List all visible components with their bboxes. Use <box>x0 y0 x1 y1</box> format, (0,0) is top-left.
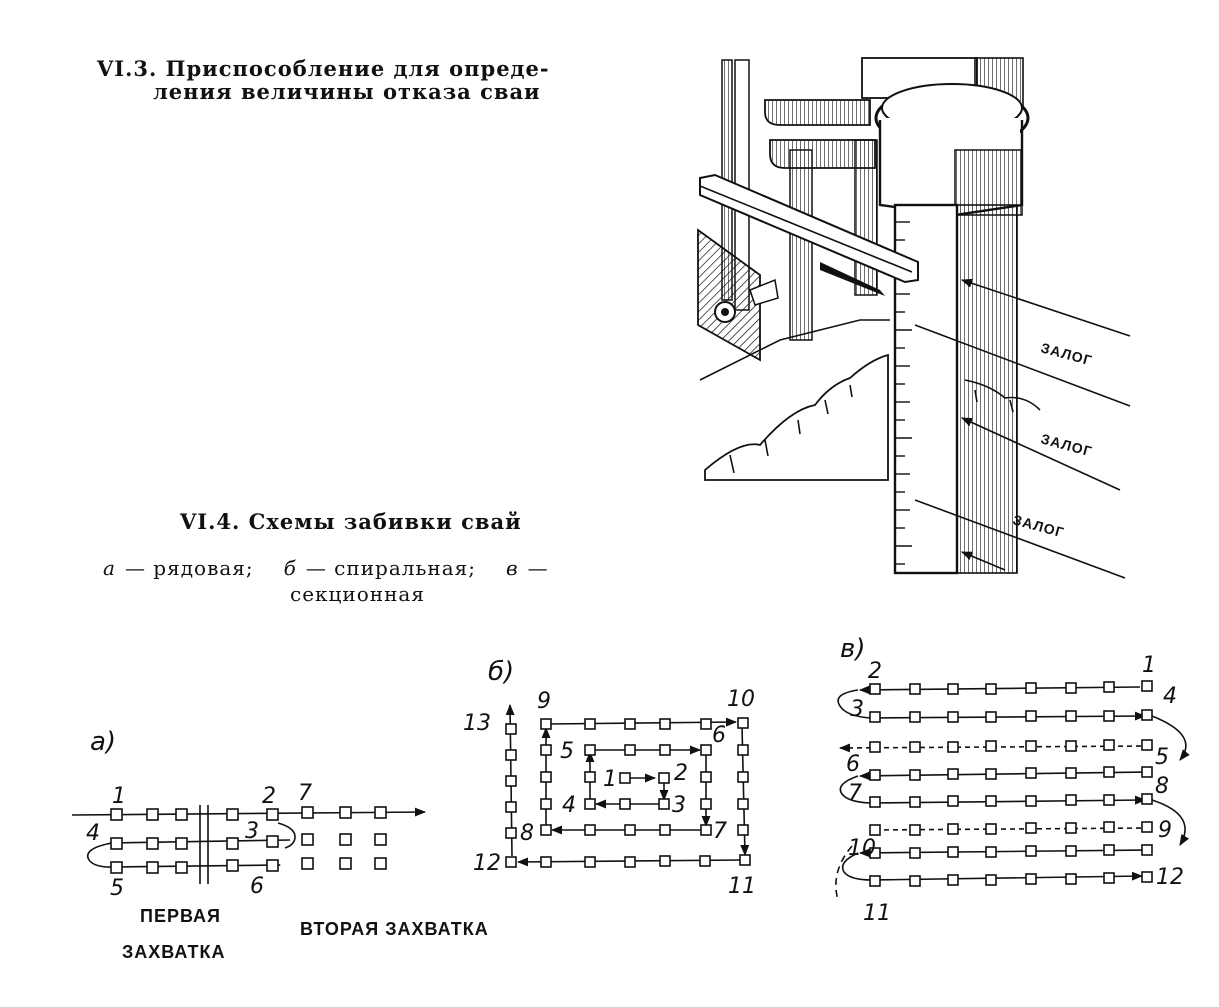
panel-b-num-10: 10 <box>727 687 755 712</box>
panel-v-num-2: 2 <box>868 659 882 684</box>
panel-v-num-12: 12 <box>1156 865 1184 890</box>
panel-b-num-12: 12 <box>473 851 501 876</box>
panel-b-num-11: 11 <box>728 874 756 899</box>
legend-v-text2: секционная <box>290 582 425 606</box>
fig3-caption-line1: VI.3. Приспособление для опреде- <box>96 56 550 81</box>
panel-a-num-2: 2 <box>262 784 276 809</box>
panel-b-num-13: 13 <box>463 711 491 736</box>
zalog-label-1: ЗАЛОГ <box>1039 339 1094 368</box>
legend-a-letter: а <box>103 556 115 580</box>
panel-b-num-2: 2 <box>674 761 688 786</box>
panel-b-num-3: 3 <box>672 793 686 818</box>
fig4-caption-title: VI.4. Схемы забивки свай <box>179 509 522 534</box>
panel-b-num-7: 7 <box>713 819 727 844</box>
panel-v-piles <box>869 680 1153 887</box>
panel-v-num-10: 10 <box>848 836 876 861</box>
panel-b-num-4: 4 <box>562 793 576 818</box>
fig3-caption-line2: ления величины отказа сваи <box>153 79 541 104</box>
panel-b-scheme <box>505 703 751 868</box>
panel-v-num-8: 8 <box>1155 774 1169 799</box>
panel-v-num-7: 7 <box>848 781 862 806</box>
panel-a-num-5: 5 <box>110 876 124 901</box>
panel-a-num-6: 6 <box>250 874 264 899</box>
panel-b-label: б) <box>488 657 514 687</box>
panel-a-num-4: 4 <box>86 821 100 846</box>
legend-a-text: — рядовая; <box>125 556 254 580</box>
panel-v-num-1: 1 <box>1142 653 1156 678</box>
panel-v-num-3: 3 <box>850 697 864 722</box>
panel-v-num-9: 9 <box>1158 818 1172 843</box>
panel-v-num-4: 4 <box>1163 684 1177 709</box>
panel-b-num-1: 1 <box>603 767 617 792</box>
panel-v-label: в) <box>840 634 865 664</box>
panel-a-num-7: 7 <box>298 781 312 806</box>
panel-v-scheme <box>835 680 1190 901</box>
panel-b-num-5: 5 <box>560 739 574 764</box>
legend-v-text: — <box>528 556 549 580</box>
panel-b-num-6: 6 <box>712 723 726 748</box>
panel-a-num-1: 1 <box>112 784 126 809</box>
pile-gauge-illustration <box>697 57 1131 579</box>
zalog-label-3: ЗАЛОГ <box>1011 511 1066 540</box>
legend-b-text: — спиральная; <box>306 556 476 580</box>
panel-a-scheme <box>71 805 427 884</box>
panel-b-num-9: 9 <box>537 689 551 714</box>
zone2-label: ВТОРАЯ ЗАХВАТКА <box>300 919 489 939</box>
legend-v-letter: в <box>506 556 518 580</box>
panel-v-num-5: 5 <box>1155 745 1169 770</box>
panel-v-num-6: 6 <box>846 752 860 777</box>
panel-b-num-8: 8 <box>520 821 534 846</box>
zone1-label-line1: ПЕРВАЯ <box>140 906 221 926</box>
zone1-label-line2: ЗАХВАТКА <box>122 942 225 962</box>
panel-a-num-3: 3 <box>245 819 259 844</box>
panel-v-num-11: 11 <box>863 901 891 926</box>
fig4-legend-line1: а — рядовая; б — спиральная; в — <box>103 556 549 580</box>
zalog-label-2: ЗАЛОГ <box>1039 430 1094 459</box>
legend-b-letter: б <box>284 556 297 580</box>
panel-a-label: а) <box>90 727 116 757</box>
